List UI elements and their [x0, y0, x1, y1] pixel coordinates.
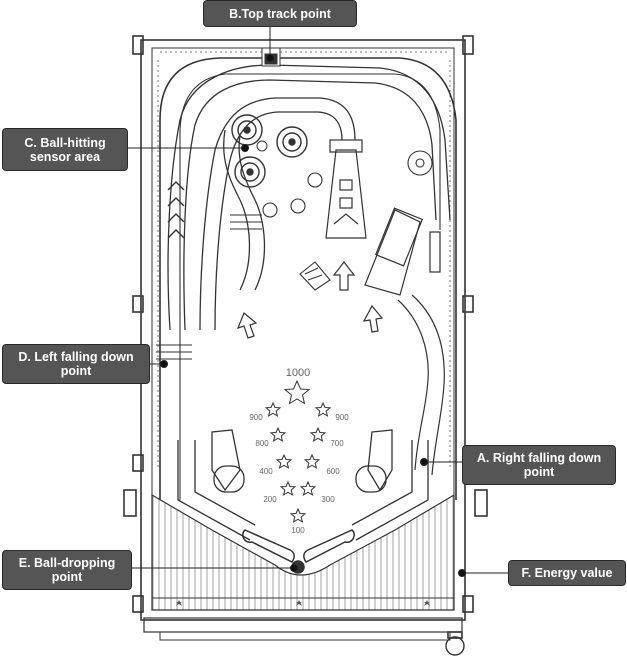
callout-label: A. Right falling down: [476, 451, 602, 465]
score-label-left: 900: [249, 413, 263, 422]
leader-lines: [128, 27, 508, 577]
score-label-top: 1000: [286, 367, 310, 379]
score-label-left: 200: [263, 495, 277, 504]
callout-label: C. Ball-hitting: [24, 135, 106, 150]
right-ramp: [364, 207, 445, 476]
callout-label: F. Energy value: [521, 566, 613, 580]
apron: [151, 493, 455, 611]
score-label-right: 600: [326, 467, 340, 476]
callout-ball-hitting-sensor-area: C. Ball-hitting sensor area: [2, 128, 128, 171]
callout-label: sensor area: [29, 149, 101, 164]
star-field: [264, 379, 332, 523]
playfield-outline: [159, 57, 457, 500]
cabinet-frame: [123, 35, 488, 656]
callout-left-falling-down-point: D. Left falling down point: [2, 344, 150, 384]
rail-decoration: [157, 51, 451, 470]
score-label-left: 800: [255, 439, 269, 448]
callout-label: point: [60, 364, 92, 378]
score-labels: 1000 900 900 800 700 400 600 200 300 100: [249, 367, 349, 535]
rollover-targets: [262, 150, 433, 218]
score-label-right: 300: [321, 495, 335, 504]
ramp-loops: [167, 64, 451, 331]
callout-label: D. Left falling down: [18, 350, 134, 364]
callout-right-falling-down-point: A. Right falling down point: [462, 445, 616, 485]
score-label-bottom: 100: [291, 526, 305, 535]
callout-ball-dropping-point: E. Ball-dropping point: [2, 550, 132, 590]
spinner: [299, 261, 331, 291]
ramp-ribs: [156, 47, 281, 360]
left-chevrons: [167, 181, 185, 239]
flippers: [242, 529, 355, 574]
score-label-left: 400: [259, 467, 273, 476]
callout-label: E. Ball-dropping: [18, 556, 116, 570]
callout-label: point: [51, 570, 83, 584]
guide-arrows: [236, 261, 384, 339]
callout-energy-value: F. Energy value: [508, 560, 626, 586]
score-label-right: 900: [335, 413, 349, 422]
callout-top-track-point: B.Top track point: [203, 0, 357, 27]
callout-label: point: [523, 465, 555, 479]
callout-label: B.Top track point: [229, 6, 331, 21]
slingshots: [177, 429, 429, 541]
center-tower: [325, 139, 367, 239]
score-label-right: 700: [330, 439, 344, 448]
